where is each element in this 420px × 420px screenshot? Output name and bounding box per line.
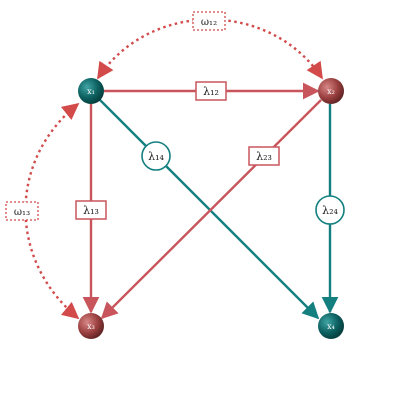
edge-e24: λ₂₄ bbox=[315, 104, 345, 314]
edge-line-e14 bbox=[99, 99, 320, 320]
node-label-x1: x₁ bbox=[87, 87, 95, 96]
edge-badge-e23 bbox=[248, 146, 280, 166]
node-label-x4: x₄ bbox=[327, 322, 335, 331]
edge-badge-e13 bbox=[75, 200, 107, 220]
covariance-badge-w12 bbox=[192, 11, 226, 31]
covariance-label-w13: ω₁₃ bbox=[14, 207, 30, 218]
edge-badge-e12 bbox=[195, 81, 227, 101]
node-label-x3: x₃ bbox=[87, 322, 95, 331]
edge-label-e14: λ₁₄ bbox=[148, 150, 164, 163]
edge-e23: λ₂₃ bbox=[100, 99, 322, 320]
edge-e14: λ₁₄ bbox=[99, 99, 320, 320]
covariance-badge-w13 bbox=[5, 201, 39, 221]
node-x3: x₃ bbox=[78, 313, 104, 339]
edge-label-e24: λ₂₄ bbox=[322, 204, 338, 217]
node-label-x2: x₂ bbox=[327, 87, 335, 96]
edge-badge-e14 bbox=[141, 141, 171, 171]
edge-e12: λ₁₂ bbox=[104, 81, 320, 101]
node-x1: x₁ bbox=[78, 78, 104, 104]
node-circle-x1 bbox=[78, 78, 104, 104]
edge-label-e23: λ₂₃ bbox=[256, 150, 272, 163]
covariance-w13: ω₁₃ bbox=[5, 102, 80, 320]
edge-label-e13: λ₁₃ bbox=[83, 204, 99, 217]
edge-line-e23 bbox=[100, 99, 322, 320]
covariance-label-w12: ω₁₂ bbox=[201, 17, 217, 28]
edge-label-e12: λ₁₂ bbox=[203, 85, 219, 98]
edge-e13: λ₁₃ bbox=[75, 104, 107, 314]
node-circle-x2 bbox=[318, 78, 344, 104]
node-circle-x4 bbox=[318, 313, 344, 339]
edge-badge-e24 bbox=[315, 195, 345, 225]
node-x2: x₂ bbox=[318, 78, 344, 104]
node-circle-x3 bbox=[78, 313, 104, 339]
covariance-w12: ω₁₂ bbox=[97, 11, 323, 80]
node-x4: x₄ bbox=[318, 313, 344, 339]
